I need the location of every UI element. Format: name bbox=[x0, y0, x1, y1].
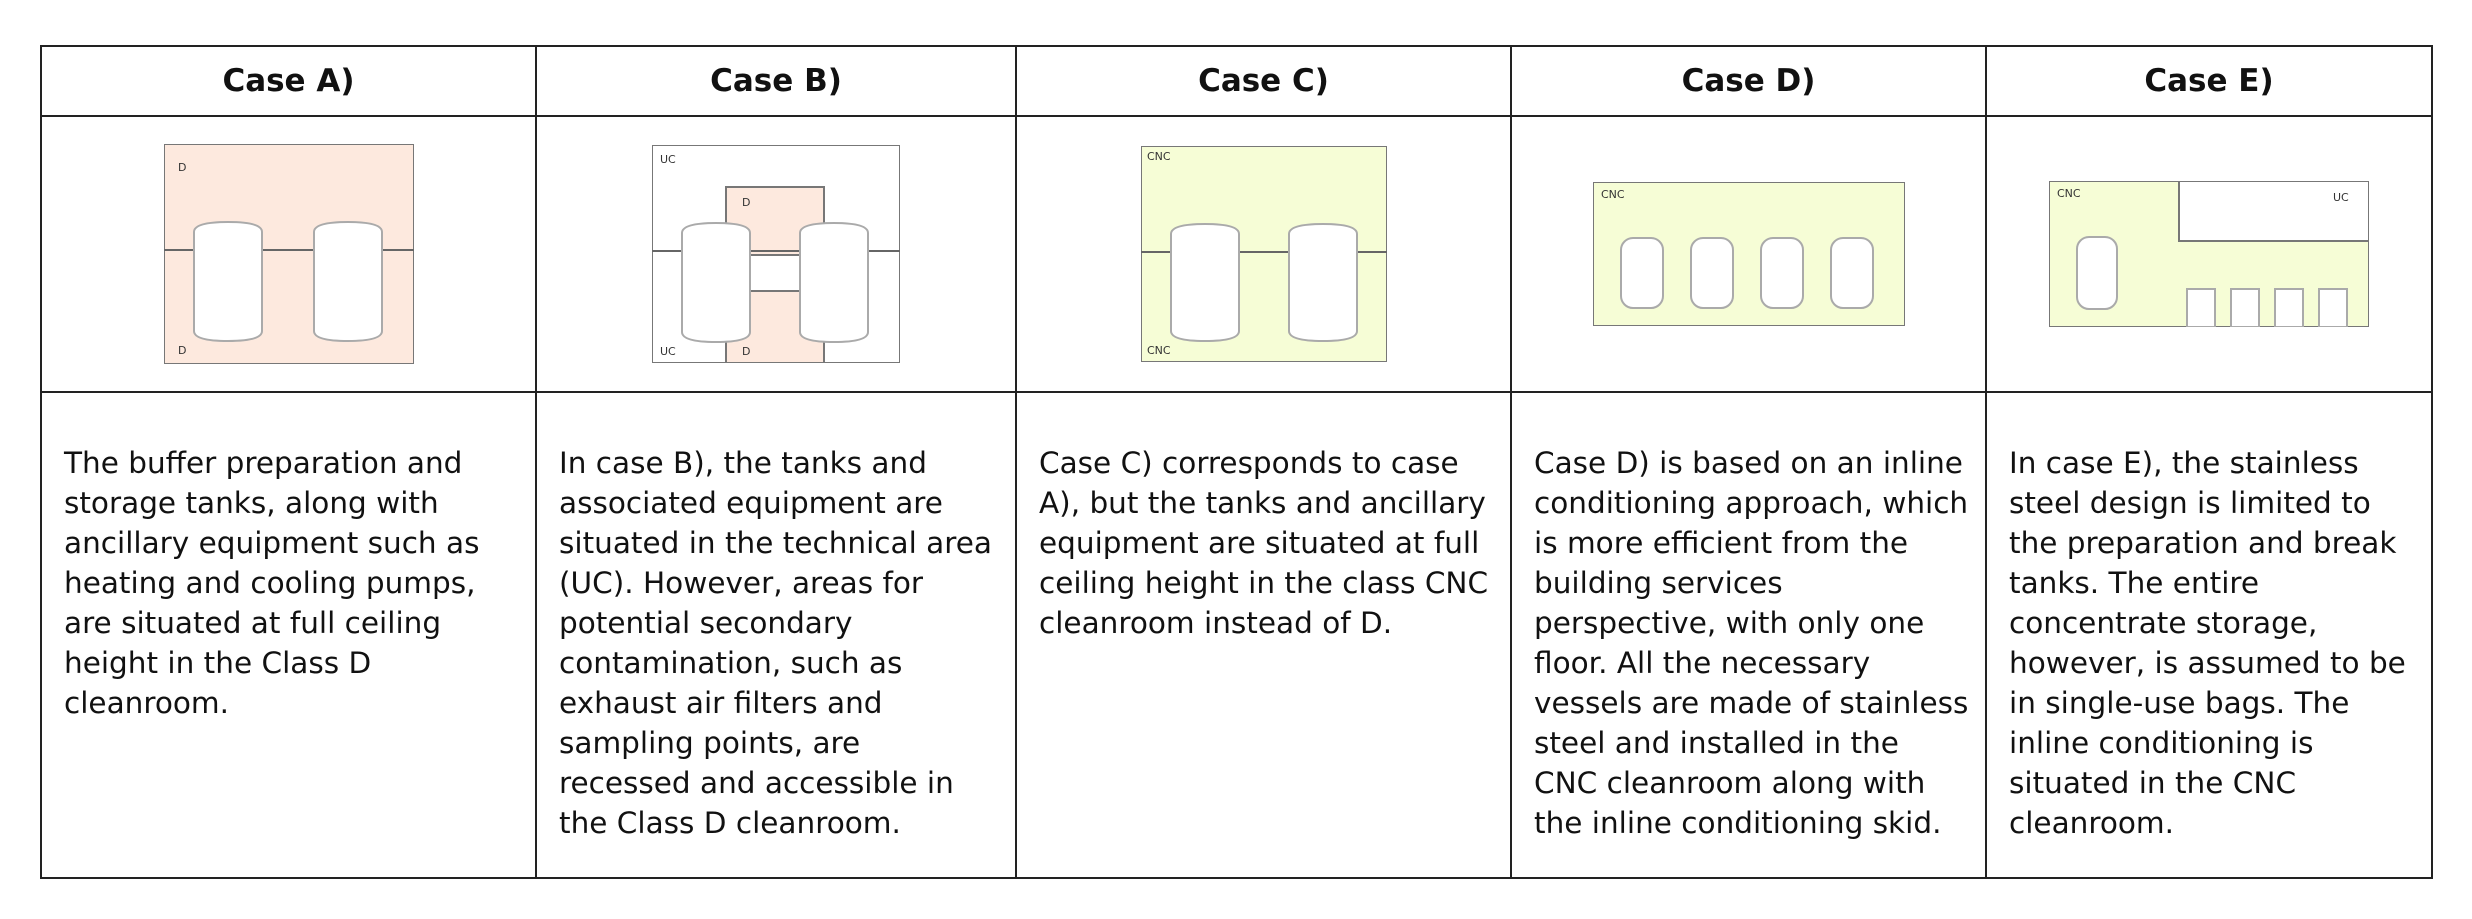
single-use-bag bbox=[2318, 288, 2348, 327]
header-case-d: Case D) bbox=[1512, 47, 1987, 117]
header-case-b: Case B) bbox=[537, 47, 1017, 117]
diagram-case-c: CNC CNC bbox=[1140, 146, 1387, 362]
stainless-tank bbox=[2076, 236, 2118, 310]
zone-label-uc: UC bbox=[2333, 191, 2349, 204]
tank bbox=[1169, 222, 1240, 343]
description-case-d: Case D) is based on an inline conditioni… bbox=[1512, 393, 1987, 877]
diagram-case-a: D D bbox=[163, 144, 414, 364]
vessel bbox=[1759, 237, 1804, 309]
header-case-c: Case C) bbox=[1017, 47, 1512, 117]
single-use-bag bbox=[2274, 288, 2304, 327]
zone-label-uc-top: UC bbox=[660, 153, 676, 166]
diagram-cell-case-e: CNC UC bbox=[1987, 117, 2431, 393]
description-case-a: The buffer preparation and storage tanks… bbox=[42, 393, 537, 877]
vessel bbox=[1619, 237, 1664, 309]
zone-label-uc-bottom: UC bbox=[660, 345, 676, 358]
diagram-case-b: UC D UC D bbox=[652, 145, 900, 363]
zone-label: CNC bbox=[1601, 188, 1625, 201]
diagram-cell-case-c: CNC CNC bbox=[1017, 117, 1512, 393]
tank bbox=[192, 220, 263, 343]
diagram-cell-case-a: D D bbox=[42, 117, 537, 393]
diagram-cell-case-d: CNC bbox=[1512, 117, 1987, 393]
description-case-b: In case B), the tanks and associated equ… bbox=[537, 393, 1017, 877]
single-use-bag bbox=[2230, 288, 2260, 327]
header-case-a: Case A) bbox=[42, 47, 537, 117]
zone-label-d-top: D bbox=[742, 196, 750, 209]
description-case-c: Case C) corresponds to case A), but the … bbox=[1017, 393, 1512, 877]
tank bbox=[312, 220, 383, 343]
description-case-e: In case E), the stainless steel design i… bbox=[2009, 446, 2406, 840]
vessel bbox=[1829, 237, 1874, 309]
header-case-e: Case E) bbox=[1987, 47, 2431, 117]
zone-label-bottom: CNC bbox=[1147, 344, 1171, 357]
single-use-bag bbox=[2186, 288, 2216, 327]
zone-label-top: D bbox=[178, 161, 186, 174]
tank bbox=[681, 221, 751, 344]
zone-label-d-bottom: D bbox=[742, 345, 750, 358]
zone-label-bottom: D bbox=[178, 344, 186, 357]
zone-label-cnc: CNC bbox=[2057, 187, 2081, 200]
tank bbox=[1287, 222, 1358, 343]
vessel bbox=[1689, 237, 1734, 309]
tank bbox=[799, 221, 869, 344]
diagram-case-d: CNC bbox=[1592, 182, 1905, 326]
zone-label-top: CNC bbox=[1147, 150, 1171, 163]
uc-area bbox=[2178, 181, 2369, 242]
case-comparison-table: Case A) Case B) Case C) Case D) Case E) … bbox=[40, 45, 2433, 879]
diagram-case-e: CNC UC bbox=[2049, 181, 2369, 327]
diagram-cell-case-b: UC D UC D bbox=[537, 117, 1017, 393]
